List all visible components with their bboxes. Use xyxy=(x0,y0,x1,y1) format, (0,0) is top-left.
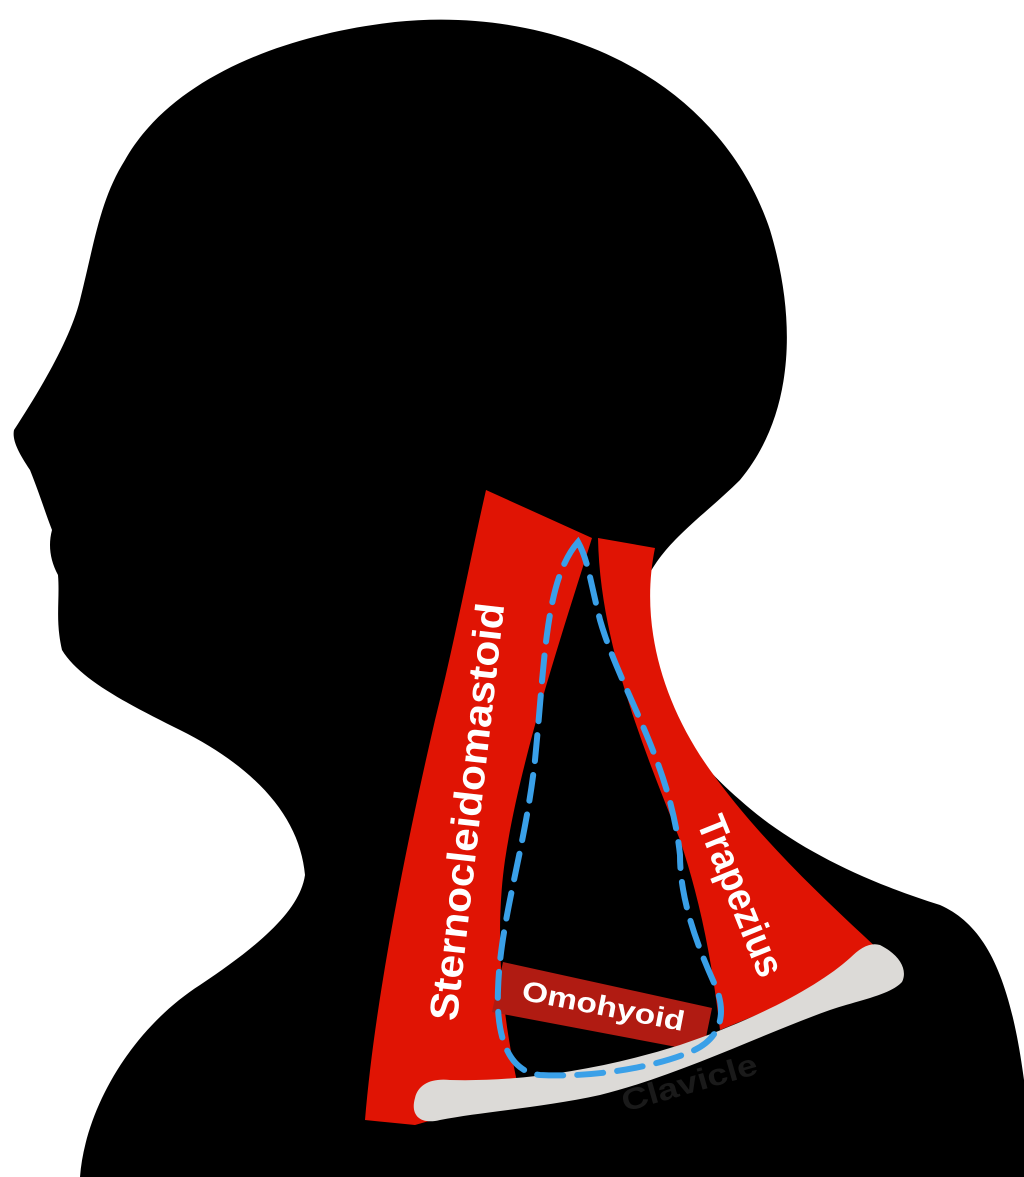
neck-anatomy-diagram: Sternocleidomastoid Trapezius Omohyoid C… xyxy=(0,0,1024,1177)
